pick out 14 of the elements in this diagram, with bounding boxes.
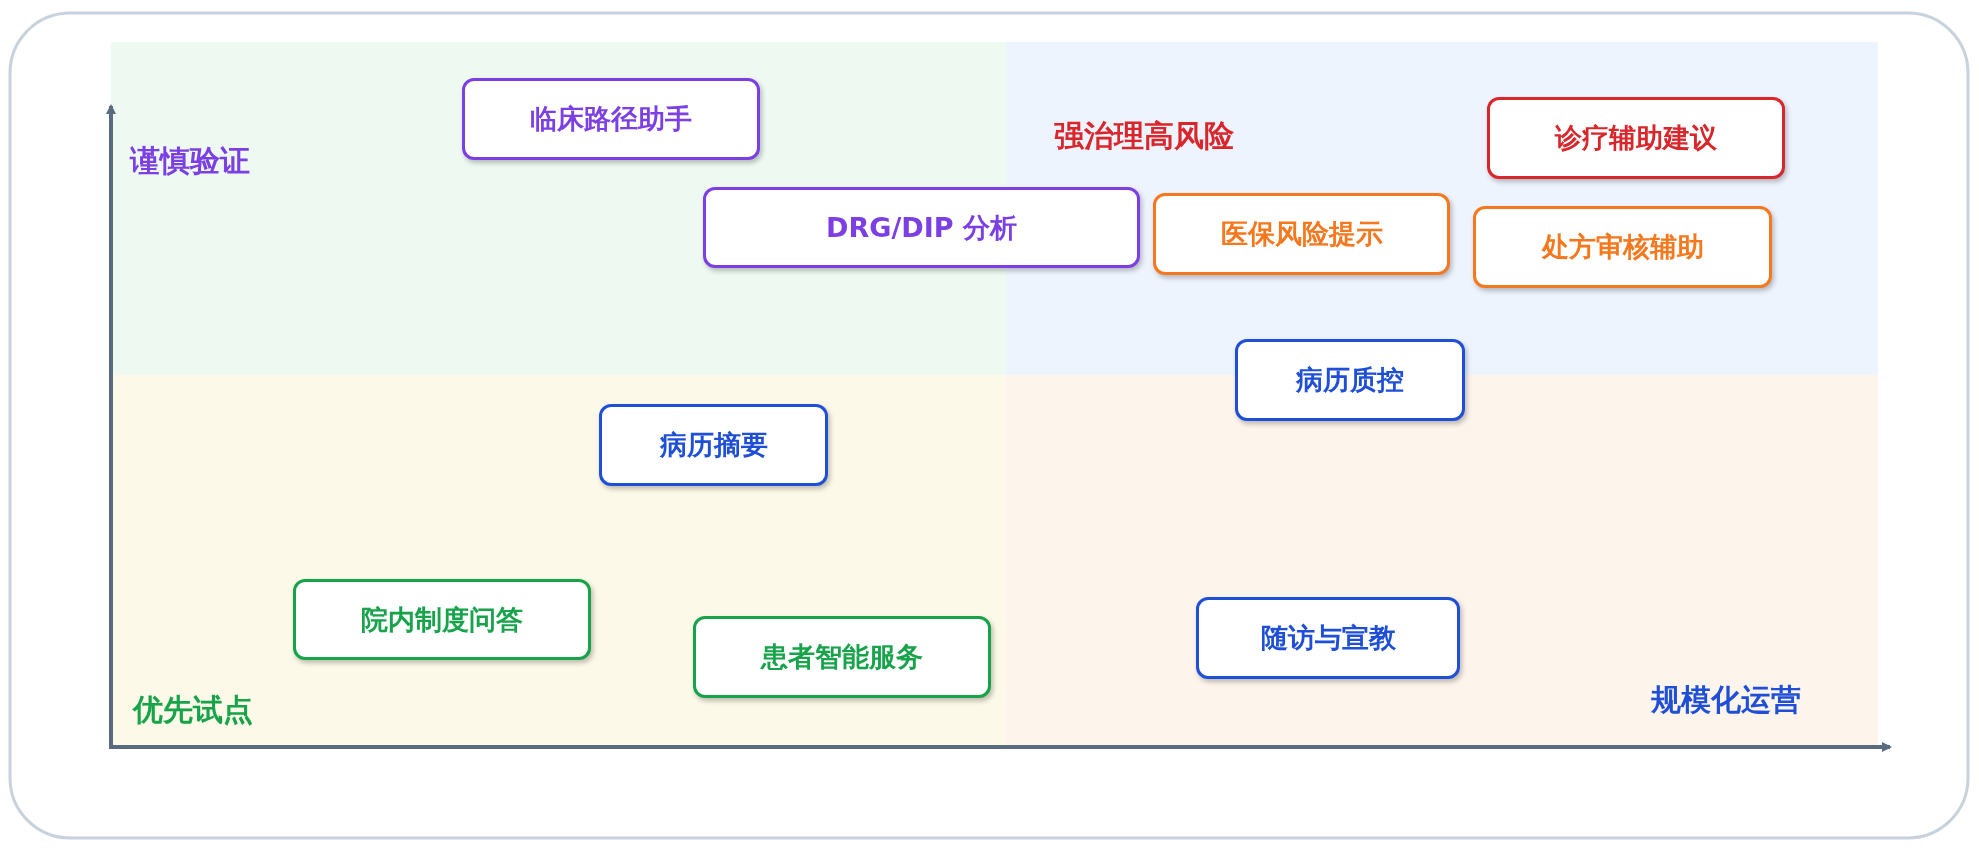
quadrant-label: 规模化运营 bbox=[1651, 681, 1801, 719]
feature-box: DRG/DIP 分析 bbox=[703, 187, 1140, 268]
feature-box: 处方审核辅助 bbox=[1473, 206, 1772, 288]
quadrant-label: 谨慎验证 bbox=[130, 142, 250, 180]
quadrant-label: 强治理高风险 bbox=[1054, 117, 1234, 155]
feature-box: 病历质控 bbox=[1235, 339, 1465, 421]
quadrant-label: 优先试点 bbox=[133, 691, 253, 729]
feature-box: 院内制度问答 bbox=[293, 579, 591, 660]
feature-box: 病历摘要 bbox=[599, 404, 828, 486]
feature-box: 患者智能服务 bbox=[693, 616, 991, 698]
feature-box: 医保风险提示 bbox=[1153, 193, 1450, 275]
feature-box: 随访与宣教 bbox=[1196, 597, 1460, 679]
feature-box: 诊疗辅助建议 bbox=[1487, 97, 1785, 179]
feature-box: 临床路径助手 bbox=[462, 78, 760, 160]
